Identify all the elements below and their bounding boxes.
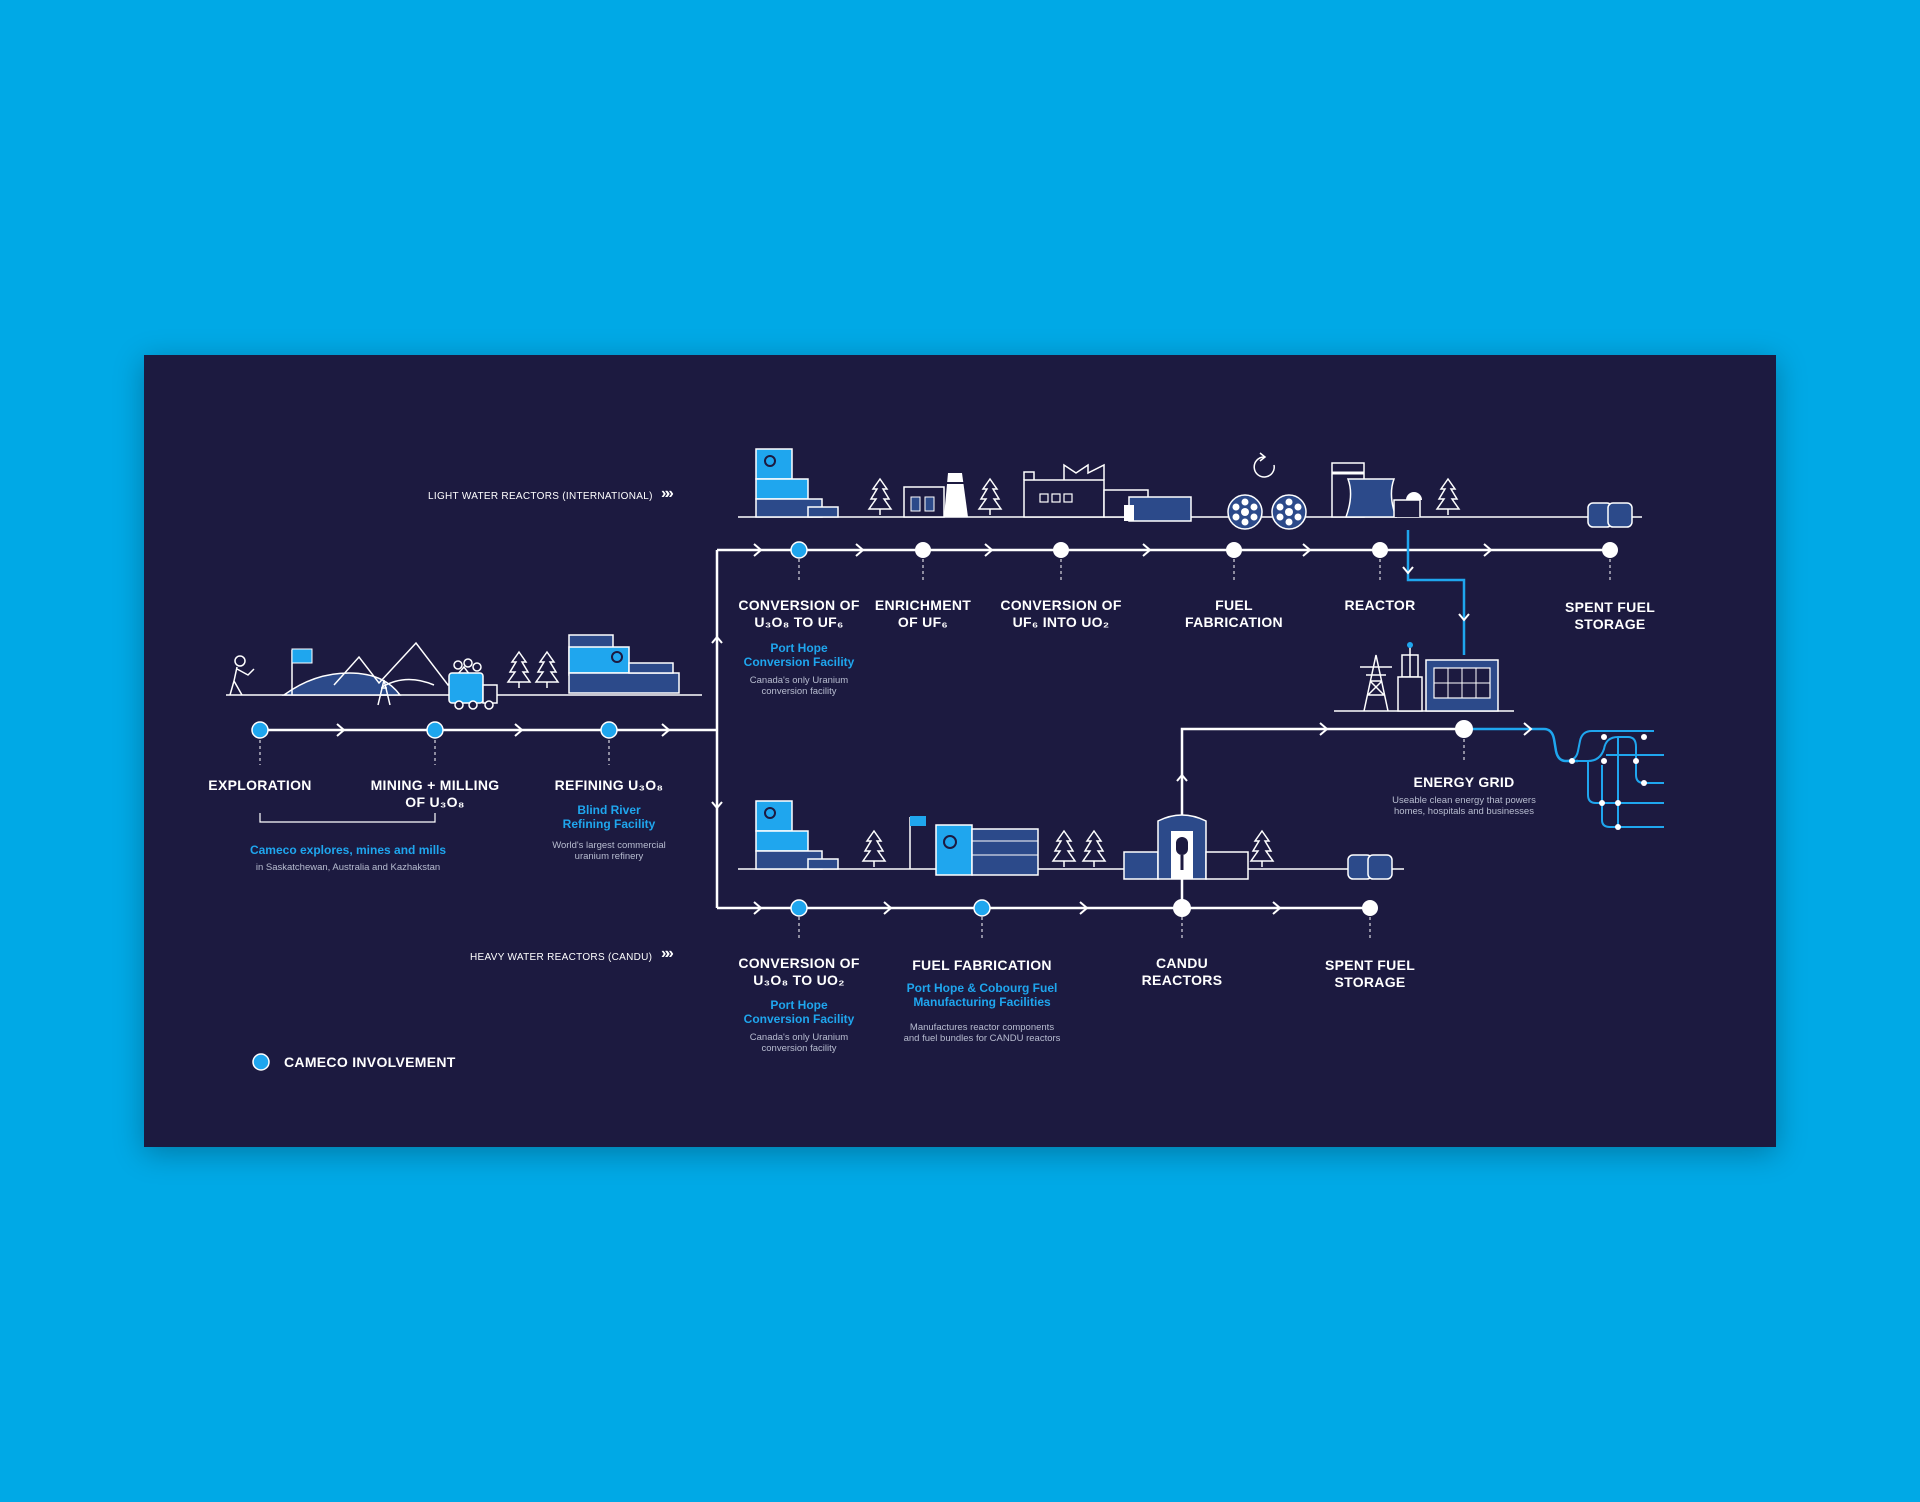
node-enrichment (915, 542, 931, 558)
note-port-hope-cobourg: Manufactures reactor components and fuel… (903, 1022, 1061, 1044)
transformer-icon (1397, 642, 1423, 712)
front-end-illustrations (226, 634, 702, 710)
mine-headframe-icon (377, 679, 391, 706)
stage-enrichment: ENRICHMENT OF UF₆ (874, 597, 972, 630)
tree-icon (1436, 478, 1460, 516)
light-water-arrows: »» (661, 485, 674, 502)
node-hw-conversion (790, 899, 808, 917)
stage-exploration: EXPLORATION (208, 777, 312, 793)
candu-reactor-icon (1123, 814, 1249, 880)
facility-blind-river: Blind River Refining Facility (562, 803, 656, 831)
tree-icon (1052, 830, 1076, 868)
stage-hw-fuel-fabrication: FUEL FABRICATION (912, 957, 1052, 973)
node-reactor (1372, 542, 1388, 558)
bracket-note: in Saskatchewan, Australia and Kazhaksta… (255, 862, 441, 873)
stage-lw-fuel-fabrication: FUEL FABRICATION (1185, 597, 1283, 630)
mountains-icon (333, 641, 480, 688)
stage-lw-conversion: CONVERSION OF U₃O₈ TO UF₆ (738, 597, 860, 630)
stage-energy-grid: ENERGY GRID (1413, 774, 1515, 790)
node-candu-reactors (1173, 899, 1191, 917)
stage-uf6-to-uo2: CONVERSION OF UF₆ INTO UO₂ (1000, 597, 1122, 630)
diagram-canvas (226, 448, 1664, 1071)
nuclear-fuel-cycle-diagram: LIGHT WATER REACTORS (INTERNATIONAL) »» … (144, 355, 1776, 1147)
node-mining-milling (426, 721, 444, 739)
node-hw-fuel-fabrication (973, 899, 991, 917)
tree-icon (535, 651, 559, 689)
node-uf6-to-uo2 (1053, 542, 1069, 558)
prospector-icon (229, 655, 255, 696)
storage-casks-icon (1347, 854, 1393, 880)
energy-grid-track (1176, 722, 1578, 913)
light-water-illustrations (738, 448, 1642, 530)
split-connector (711, 550, 723, 908)
tree-icon (1250, 830, 1274, 868)
legend-label: CAMECO INVOLVEMENT (284, 1054, 456, 1070)
conversion-facility-icon (755, 800, 839, 870)
note-blind-river: World's largest commercial uranium refin… (552, 840, 666, 862)
legend-swatch (252, 1053, 270, 1071)
stage-candu-reactors: CANDU REACTORS (1141, 955, 1223, 988)
tree-icon (507, 651, 531, 689)
node-lw-fuel-fabrication (1226, 542, 1242, 558)
light-water-track (717, 530, 1611, 655)
heavy-water-illustrations (738, 800, 1404, 880)
node-lw-conversion (790, 541, 808, 559)
node-exploration (251, 721, 269, 739)
energy-grid-illustrations (1334, 642, 1514, 712)
heavy-water-arrows: »» (661, 945, 674, 962)
fuel-fabrication-plant-icon (909, 816, 1039, 876)
stage-reactor: REACTOR (1344, 597, 1416, 613)
cooling-tower-icon (1331, 462, 1422, 518)
note-port-hope-hw: Canada's only Uranium conversion facilit… (749, 1032, 849, 1054)
stage-hw-conversion: CONVERSION OF U₃O₈ TO UO₂ (738, 955, 860, 988)
row-label-light-water: LIGHT WATER REACTORS (INTERNATIONAL) (428, 491, 653, 502)
transmission-tower-icon (1360, 654, 1392, 712)
node-lw-spent-fuel (1602, 542, 1618, 558)
tree-icon (1082, 830, 1106, 868)
note-port-hope-lw: Canada's only Uranium conversion facilit… (749, 675, 849, 697)
mine-site (281, 641, 480, 706)
stage-refining: REFINING U₃O₈ (554, 777, 664, 793)
recycle-icon (1253, 452, 1275, 478)
front-end-track (259, 723, 717, 823)
row-label-heavy-water: HEAVY WATER REACTORS (CANDU) (470, 952, 653, 963)
enrichment-plant-icon (903, 473, 968, 518)
facility-port-hope-hw: Port Hope Conversion Facility (743, 998, 855, 1026)
heavy-water-track (717, 901, 1371, 941)
tree-icon (862, 830, 886, 868)
factory-icon (1023, 463, 1192, 522)
flag-icon (291, 648, 313, 695)
ore-truck-icon (448, 658, 498, 710)
stage-lw-spent-fuel: SPENT FUEL STORAGE (1564, 599, 1656, 632)
facility-port-hope-cobourg: Port Hope & Cobourg Fuel Manufacturing F… (906, 981, 1058, 1009)
tree-icon (978, 478, 1002, 516)
facility-port-hope-lw: Port Hope Conversion Facility (743, 641, 855, 669)
node-refining (600, 721, 618, 739)
conversion-facility-icon (755, 448, 839, 518)
fuel-pellets-icon (1227, 494, 1307, 530)
stage-hw-spent-fuel: SPENT FUEL STORAGE (1324, 957, 1416, 990)
stage-nodes (251, 541, 1618, 1071)
storage-casks-icon (1587, 502, 1633, 528)
refinery-icon (568, 634, 680, 694)
note-energy-grid: Useable clean energy that powers homes, … (1392, 795, 1536, 817)
bracket-title: Cameco explores, mines and mills (249, 843, 447, 857)
node-energy-grid (1455, 720, 1473, 738)
node-hw-spent-fuel (1362, 900, 1378, 916)
tree-icon (868, 478, 892, 516)
stage-mining-milling: MINING + MILLING OF U₃O₈ (370, 777, 500, 810)
grid-network-icon (1565, 730, 1664, 830)
control-building-icon (1425, 659, 1499, 712)
